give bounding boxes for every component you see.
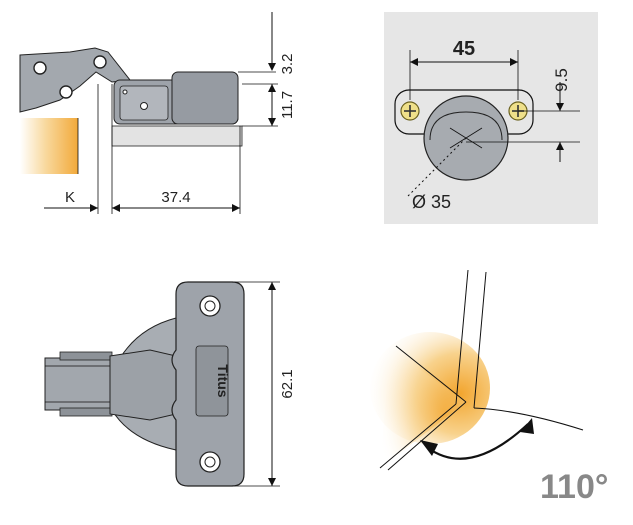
screw-left xyxy=(400,101,420,121)
diameter-leader xyxy=(407,137,467,197)
angle-arc xyxy=(427,423,529,460)
door-open-edge xyxy=(379,403,457,469)
dim-62-1-label: 62.1 xyxy=(279,369,296,398)
top-view-panel: Titus 62.1 xyxy=(44,281,296,487)
side-view-panel: 3.2 11.7 K 37.4 xyxy=(19,12,296,214)
dim-3-2-label: 3.2 xyxy=(279,54,296,75)
cabinet-side-line-outer xyxy=(455,269,469,405)
cabinet-side xyxy=(111,125,243,147)
opening-angle-label: 110° xyxy=(540,468,608,506)
hinge-pivot-hole xyxy=(93,55,107,69)
dim-11-7-label: 11.7 xyxy=(279,91,296,119)
dim-37-4-label: 37.4 xyxy=(161,189,190,206)
dim-9-5-label: 9.5 xyxy=(552,68,571,92)
door-back-edge xyxy=(395,345,467,403)
drilling-panel: 45 9.5 Ø 35 xyxy=(384,12,598,224)
hinge-screw xyxy=(140,102,148,110)
opening-angle-panel: 110° xyxy=(370,269,608,506)
cabinet-side-line-inner xyxy=(473,271,487,409)
hinge-pivot-hole xyxy=(59,85,73,99)
brand-logo: Titus xyxy=(215,364,231,397)
cabinet-floor-curve xyxy=(473,407,584,431)
dim-k-label: K xyxy=(65,189,75,206)
hinge-pivot-hole xyxy=(33,61,47,75)
cup-bore-inner xyxy=(429,111,503,141)
hinge-rivet xyxy=(122,89,128,95)
dim-diameter-label: Ø 35 xyxy=(412,192,451,212)
hinge-cup-top xyxy=(171,71,239,125)
door-panel xyxy=(20,118,78,174)
dim-45-label: 45 xyxy=(453,38,475,60)
